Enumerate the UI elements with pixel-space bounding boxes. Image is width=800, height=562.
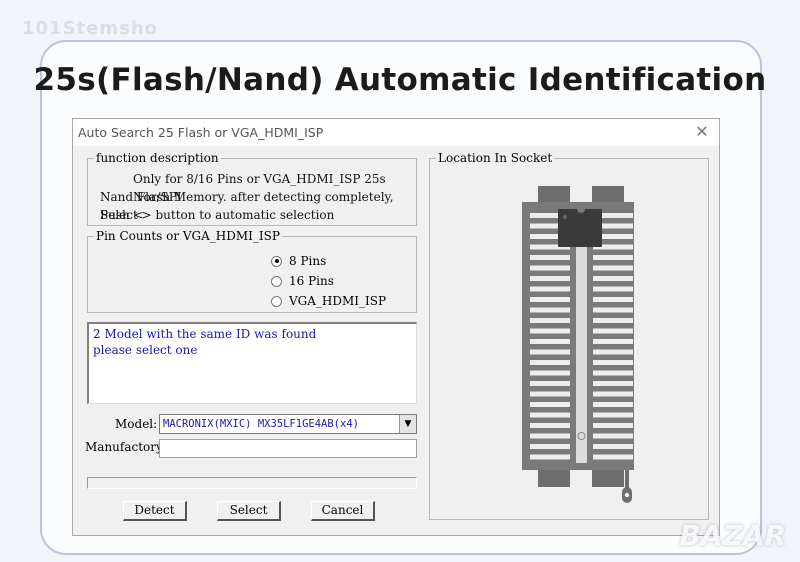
socket-pin-slot <box>530 360 570 365</box>
socket-pin-slot <box>530 454 570 460</box>
socket-pin-slot <box>530 339 570 344</box>
pin-counts-group: Pin Counts or VGA_HDMI_ISP 8 Pins 16 Pin… <box>87 229 417 313</box>
description-line-3: Select > button to automatic selection <box>100 208 335 222</box>
socket-pin-slot <box>530 286 570 292</box>
socket-tab-top-right <box>592 186 624 202</box>
message-line-1: 2 Model with the same ID was found <box>93 327 317 341</box>
socket-pin-slot <box>593 360 633 365</box>
socket-pin-slot <box>593 286 633 292</box>
function-description-group: function description Only for 8/16 Pins … <box>87 151 417 226</box>
socket-pin-slot <box>530 234 570 239</box>
socket-pin-slot <box>530 276 570 281</box>
radio-16-pins[interactable]: 16 Pins <box>271 274 334 288</box>
radio-vga-hdmi-isp[interactable]: VGA_HDMI_ISP <box>271 294 386 308</box>
location-in-socket-label: Location In Socket <box>436 151 555 165</box>
zif-socket-diagram <box>522 186 634 503</box>
socket-pin-slot <box>593 339 633 344</box>
socket-pin-slot <box>530 444 570 449</box>
manufactory-label: Manufactory <box>85 440 163 454</box>
socket-pin-slot <box>593 391 633 397</box>
socket-pin-slot <box>530 223 570 229</box>
socket-pin-slot <box>530 412 570 418</box>
radio-unselected-icon[interactable] <box>271 295 282 307</box>
socket-pin-slot <box>530 433 570 439</box>
auto-search-dialog: Auto Search 25 Flash or VGA_HDMI_ISP ✕ f… <box>72 118 720 536</box>
radio-8-pins-label: 8 Pins <box>289 254 327 268</box>
description-line-2: Nand Flash Memory. after detecting compl… <box>100 190 394 222</box>
model-label: Model: <box>115 417 158 431</box>
select-button[interactable]: Select <box>217 501 281 521</box>
lever-hole <box>624 492 630 498</box>
watermark-top: 101Stemsho <box>22 18 158 39</box>
radio-vga-hdmi-isp-label: VGA_HDMI_ISP <box>289 294 387 308</box>
socket-pin-slot <box>593 328 633 334</box>
socket-pin-slot <box>593 412 633 418</box>
cancel-button[interactable]: Cancel <box>311 501 375 521</box>
socket-pin-slot <box>593 276 633 281</box>
socket-tab-bottom-right <box>592 470 624 487</box>
socket-pin-slot <box>593 381 633 386</box>
dialog-title: Auto Search 25 Flash or VGA_HDMI_ISP <box>78 125 324 140</box>
socket-pin-slot <box>530 328 570 334</box>
socket-pin-slot <box>530 370 570 376</box>
socket-pin-slot <box>530 213 570 218</box>
socket-pin-slot <box>593 213 633 218</box>
socket-pin-slot <box>530 423 570 428</box>
socket-pin-slot <box>530 402 570 407</box>
chevron-down-icon[interactable]: ▼ <box>399 415 416 433</box>
function-description-label: function description <box>94 151 221 165</box>
socket-tab-bottom-left <box>538 470 570 487</box>
socket-pin-slot <box>593 297 633 302</box>
socket-pin-slot <box>593 433 633 439</box>
headline: 25s(Flash/Nand) Automatic Identification <box>33 62 767 98</box>
model-select[interactable]: MACRONIX(MXIC) MX35LF1GE4AB(x4) ▼ <box>159 414 417 434</box>
socket-pin-slot <box>530 244 570 250</box>
message-line-2: please select one <box>93 343 198 357</box>
radio-16-pins-label: 16 Pins <box>289 274 334 288</box>
socket-pin-slot <box>530 349 570 355</box>
chip-notch <box>577 209 585 213</box>
socket-pin-slot <box>593 223 633 229</box>
socket-pin-slot <box>530 307 570 313</box>
socket-pin-slot <box>593 265 633 271</box>
socket-tab-top-left <box>538 186 570 202</box>
message-box[interactable]: 2 Model with the same ID was found pleas… <box>87 322 417 404</box>
socket-pin-slot <box>593 423 633 428</box>
socket-pin-slot <box>593 454 633 460</box>
socket-pin-slot <box>530 318 570 323</box>
socket-center-channel <box>576 209 587 463</box>
progress-bar <box>87 477 417 489</box>
watermark-bottom: BAZAR <box>679 519 786 552</box>
socket-pin-slot <box>593 318 633 323</box>
radio-8-pins[interactable]: 8 Pins <box>271 254 326 268</box>
socket-pin-slot <box>530 381 570 386</box>
detect-button[interactable]: Detect <box>123 501 187 521</box>
model-select-value: MACRONIX(MXIC) MX35LF1GE4AB(x4) <box>163 418 359 430</box>
socket-pin-slot <box>530 255 570 260</box>
socket-pin-slot <box>530 391 570 397</box>
title-bar: Auto Search 25 Flash or VGA_HDMI_ISP ✕ <box>73 119 719 146</box>
radio-selected-icon[interactable] <box>271 255 282 267</box>
socket-pin-slot <box>593 307 633 313</box>
chip-icon <box>558 209 602 247</box>
socket-pin-slot <box>593 402 633 407</box>
socket-pin-slot <box>530 297 570 302</box>
chip-pin1-dot <box>562 214 568 220</box>
socket-pin-slot <box>593 444 633 449</box>
lever-arm <box>625 470 629 488</box>
close-icon[interactable]: ✕ <box>695 122 709 141</box>
pin-counts-label: Pin Counts or VGA_HDMI_ISP <box>94 229 282 243</box>
location-in-socket-group: Location In Socket <box>429 151 709 520</box>
socket-hole <box>577 432 586 440</box>
socket-pin-slot <box>593 244 633 250</box>
manufactory-field[interactable] <box>159 439 417 458</box>
radio-unselected-icon[interactable] <box>271 275 282 287</box>
socket-pin-slot <box>593 255 633 260</box>
socket-pin-slot <box>530 265 570 271</box>
description-line-1: Only for 8/16 Pins or VGA_HDMI_ISP 25s N… <box>133 172 386 204</box>
socket-pin-slot <box>593 349 633 355</box>
socket-pin-slot <box>593 234 633 239</box>
socket-pin-slot <box>593 370 633 376</box>
